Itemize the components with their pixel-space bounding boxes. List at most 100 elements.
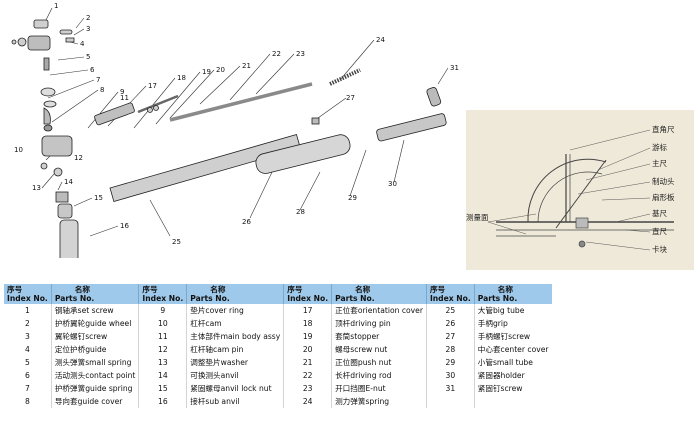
cell-index: 31 bbox=[426, 382, 475, 395]
label-clamp-block: 卡块 bbox=[652, 244, 667, 254]
cell-index: 14 bbox=[138, 369, 188, 382]
cell-index: 18 bbox=[283, 317, 333, 330]
callout-19: 19 bbox=[202, 68, 211, 76]
cell-part-name: 紧固钉screw bbox=[477, 384, 523, 393]
cell-index: 17 bbox=[283, 304, 333, 317]
cell-part-name: 翼轮螺钉screw bbox=[51, 330, 140, 343]
cell-index: 26 bbox=[426, 317, 475, 330]
header-index-en: Index No. bbox=[142, 294, 184, 303]
cell-part-name: 手柄螺钉screw bbox=[477, 332, 531, 341]
label-vernier: 游标 bbox=[652, 142, 667, 152]
protractor-photo: 直角尺 游标 主尺 制动头 扇形板 基尺 直尺 卡块 测量面 bbox=[466, 110, 694, 270]
cell-part-name: 螺母screw nut bbox=[331, 343, 427, 356]
cell-index: 7 bbox=[4, 382, 52, 395]
cell-part-name: 开口挡圈E-nut bbox=[331, 382, 427, 395]
callout-14: 14 bbox=[64, 178, 73, 186]
label-measuring-surface: 测量面 bbox=[466, 213, 489, 222]
cell-part-name: 大管big tube bbox=[477, 306, 525, 315]
cell-index: 16 bbox=[138, 395, 188, 408]
callout-27: 27 bbox=[346, 94, 355, 102]
callout-2: 2 bbox=[86, 14, 90, 22]
callout-24: 24 bbox=[376, 36, 385, 44]
header-name-en: Parts No. bbox=[54, 294, 95, 303]
cell-part-name: 主体部件main body assy bbox=[186, 330, 285, 343]
cell-index: 13 bbox=[138, 356, 188, 369]
callout-25: 25 bbox=[172, 238, 181, 246]
callout-29: 29 bbox=[348, 194, 357, 202]
cell-part-name: 接杆sub anvil bbox=[186, 395, 285, 408]
cell-index: 30 bbox=[426, 369, 475, 382]
callout-20: 20 bbox=[216, 66, 225, 74]
label-brake-head: 制动头 bbox=[652, 176, 675, 186]
cell-part-name: 测力弹簧spring bbox=[331, 395, 427, 408]
cell-index: 22 bbox=[283, 369, 333, 382]
cell-part-name: 护桥翼轮guide wheel bbox=[51, 317, 140, 330]
callout-28: 28 bbox=[296, 208, 305, 216]
header-name-cn: 名称 bbox=[210, 285, 226, 294]
cell-index: 6 bbox=[4, 369, 52, 382]
cell-part-name: 套筒stopper bbox=[331, 330, 427, 343]
cell-index: 24 bbox=[283, 395, 333, 408]
cell-part-name: 护桥弹簧guide spring bbox=[51, 382, 140, 395]
callout-4: 4 bbox=[80, 40, 85, 48]
label-sector-plate: 扇形板 bbox=[652, 192, 675, 202]
callout-15: 15 bbox=[94, 194, 103, 202]
label-straight-ruler: 直尺 bbox=[652, 226, 667, 236]
cell-part-name: 定位护桥guide bbox=[51, 343, 140, 356]
header-name-en: Parts No. bbox=[335, 294, 375, 303]
header-index-cn: 序号 bbox=[142, 285, 158, 294]
cell-index: 8 bbox=[4, 395, 52, 408]
cell-index: 9 bbox=[138, 304, 188, 317]
cell-part-name: 手柄grip bbox=[477, 319, 508, 328]
callout-9: 9 bbox=[120, 88, 124, 96]
callout-13: 13 bbox=[32, 184, 41, 192]
callout-30: 30 bbox=[388, 180, 397, 188]
cell-index: 4 bbox=[4, 343, 52, 356]
cell-index: 29 bbox=[426, 356, 475, 369]
cell-part-name: 可换测头anvil bbox=[186, 369, 285, 382]
cell-part-name: 顶杆driving pin bbox=[331, 317, 427, 330]
cell-part-name: 杠杆cam bbox=[186, 317, 285, 330]
cell-part-name: 活动测头contact point bbox=[51, 369, 140, 382]
callout-18: 18 bbox=[177, 74, 186, 82]
cell-index: 25 bbox=[426, 304, 475, 317]
cell-index: 27 bbox=[426, 330, 475, 343]
header-name-en: Parts No. bbox=[477, 294, 518, 303]
header-index-en: Index No. bbox=[7, 294, 48, 303]
callout-22: 22 bbox=[272, 50, 281, 58]
header-index-cn: 序号 bbox=[287, 285, 303, 294]
header-name-cn: 名称 bbox=[74, 285, 91, 294]
header-index-en: Index No. bbox=[287, 294, 329, 303]
cell-part-name: 紧固器holder bbox=[477, 371, 525, 380]
callout-31: 31 bbox=[450, 64, 459, 72]
callout-26: 26 bbox=[242, 218, 251, 226]
callout-12: 12 bbox=[74, 154, 83, 162]
cell-part-name: 测头弹簧small spring bbox=[51, 356, 140, 369]
cell-index: 1 bbox=[4, 304, 52, 317]
callout-3: 3 bbox=[86, 25, 90, 33]
cell-part-name: 调整垫片washer bbox=[186, 356, 285, 369]
callout-17: 17 bbox=[148, 82, 157, 90]
cell-index: 21 bbox=[283, 356, 333, 369]
cell-index: 10 bbox=[138, 317, 188, 330]
header-index-cn: 序号 bbox=[7, 285, 23, 294]
header-index-en: Index No. bbox=[429, 294, 471, 303]
cell-part-name: 紧固螺母anvil lock nut bbox=[186, 382, 285, 395]
callout-23: 23 bbox=[296, 50, 305, 58]
label-right-angle-ruler: 直角尺 bbox=[652, 124, 675, 134]
